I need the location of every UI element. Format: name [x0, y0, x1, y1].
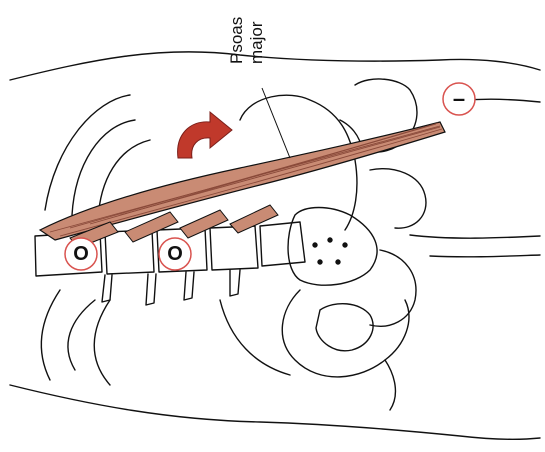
label-leader-line: [262, 88, 290, 158]
spinous-process: [102, 275, 112, 302]
psoas-slip: [230, 205, 278, 233]
vertebra: [210, 226, 258, 270]
spinous-process: [146, 274, 156, 305]
obturator: [316, 304, 373, 351]
muscle-fiber: [120, 127, 440, 215]
rib: [45, 95, 130, 210]
sacral-foramen: [318, 260, 322, 264]
rib: [94, 300, 110, 385]
body-outline-top: [10, 52, 540, 80]
spinous-process: [184, 272, 194, 300]
origin-marker-2: O: [165, 244, 185, 264]
sacrum: [288, 208, 377, 286]
thigh-line: [410, 235, 540, 238]
psoas-slip: [180, 210, 228, 238]
arm-line: [470, 99, 540, 102]
sacral-foramen: [343, 243, 347, 247]
vertebra: [260, 222, 305, 266]
rib: [68, 300, 95, 370]
muscle-label-line1: Psoas: [228, 17, 245, 64]
lower-pelvis-2: [220, 300, 290, 375]
rib: [41, 290, 60, 380]
body-outline-bottom: [10, 385, 540, 439]
lower-pelvis: [385, 360, 395, 410]
curved-arrow-icon: [178, 112, 232, 158]
muscle-label-line2: major: [248, 21, 265, 64]
sacral-foramen: [328, 238, 332, 242]
spinous-process: [230, 270, 240, 296]
origin-marker-1: O: [71, 244, 91, 264]
sacral-foramen: [313, 243, 317, 247]
insertion-marker: –: [449, 88, 469, 110]
acetabulum: [370, 169, 426, 228]
sacral-foramen: [336, 260, 340, 264]
thigh-line-2: [430, 255, 540, 257]
psoas-major-muscle: [40, 122, 445, 248]
ischium: [282, 290, 409, 377]
